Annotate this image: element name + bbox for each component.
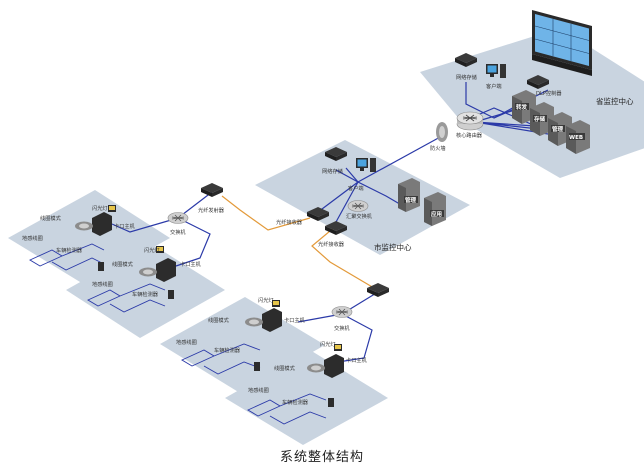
fiber-receiver-a-label: 光纤接收器: [276, 218, 303, 226]
aggregation-switch-device: [347, 200, 369, 212]
site-2-host-label: 卡口主机: [180, 260, 202, 268]
city-center-label: 市监控中心: [374, 242, 412, 252]
core-router-device: [456, 111, 484, 131]
site-1: 闪光灯 卡口主机 线圈模式 地感线圈 车辆检测器: [22, 204, 136, 271]
site-platform-4: [225, 350, 388, 445]
site-4-coil-label: 线圈模式: [274, 364, 296, 372]
province-client-pc: [486, 64, 506, 78]
site-3-flash-label: 闪光灯: [258, 296, 274, 304]
svg-text:WEB: WEB: [569, 135, 583, 141]
core-router-label: 核心路由器: [456, 131, 483, 139]
site-2-detector-label: 车辆检测器: [132, 290, 159, 298]
site-1-flash-label: 闪光灯: [92, 204, 108, 212]
site-2-flash-label: 闪光灯: [144, 246, 160, 254]
city-server-app: 应用: [424, 192, 446, 226]
aggregation-switch-label: 汇聚交换机: [346, 212, 373, 220]
vehicle-detector-icon: [328, 398, 334, 407]
camera-icon: [245, 308, 282, 332]
fiber-transmitter-device: [201, 183, 223, 197]
server-manage: 管理: [548, 112, 572, 146]
site-1-coil-label: 线圈模式: [40, 214, 62, 222]
site-wiring: [29, 243, 327, 425]
site-3-host-label: 卡口主机: [284, 316, 306, 324]
flash-lamp-icon: [272, 300, 280, 307]
city-client-pc: [356, 158, 376, 172]
fiber-lines: [221, 195, 375, 289]
server-web: WEB: [566, 120, 590, 154]
city-storage-label: 网络存储: [322, 167, 343, 175]
city-center-platform: [255, 140, 470, 255]
camera-icon: [75, 212, 112, 236]
site-3-detector-label: 车辆检测器: [214, 346, 241, 354]
site-1-host-label: 卡口主机: [114, 222, 136, 230]
site-2-ground-label: 地感线圈: [92, 280, 113, 288]
city-server-manage: 管理: [398, 178, 420, 212]
switch-a-label: 交换机: [170, 228, 186, 236]
camera-icon: [139, 258, 176, 282]
site-4-flash-label: 闪光灯: [320, 340, 336, 348]
video-wall: [532, 10, 592, 76]
site-platform-2: [66, 243, 225, 338]
site-3-coil-label: 线圈模式: [208, 316, 230, 324]
switch-b-label: 交换机: [334, 324, 350, 332]
flash-lamp-icon: [334, 344, 342, 351]
site-3-ground-label: 地感线圈: [176, 338, 197, 346]
site-2: 闪光灯 卡口主机 线圈模式 地感线圈 车辆检测器: [92, 246, 202, 299]
site-4-ground-label: 地感线圈: [248, 386, 269, 394]
diagram-caption: 系统整体结构: [279, 450, 364, 465]
site-3: 闪光灯 卡口主机 线圈模式 地感线圈 车辆检测器: [176, 296, 306, 371]
switch-b-device: [331, 306, 353, 318]
site-2-coil-label: 线圈模式: [112, 260, 134, 268]
city-client-label: 客户端: [348, 184, 364, 192]
site-1-ground-label: 地感线圈: [22, 234, 43, 242]
site-4: 闪光灯 卡口主机 线圈模式 地感线圈 车辆检测器: [248, 340, 368, 407]
fiber-device-b: [367, 283, 389, 297]
site-4-host-label: 卡口主机: [346, 356, 368, 364]
province-client-label: 客户端: [486, 82, 502, 90]
svg-text:管理: 管理: [552, 125, 564, 133]
firewall-label: 防火墙: [430, 144, 446, 152]
firewall-device: [436, 122, 448, 142]
vehicle-detector-icon: [98, 262, 104, 271]
province-center-label: 省监控中心: [596, 96, 634, 106]
fiber-transmitter-label: 光纤发射器: [198, 206, 225, 214]
svg-text:转发: 转发: [516, 103, 528, 111]
site-4-detector-label: 车辆检测器: [282, 398, 309, 406]
dlp-controller-label: DLP控制器: [536, 89, 562, 97]
switch-a-device: [167, 212, 189, 224]
flash-lamp-icon: [108, 205, 116, 212]
fiber-receiver-b-label: 光纤接收器: [318, 240, 345, 248]
site-1-detector-label: 车辆检测器: [56, 246, 83, 254]
svg-text:应用: 应用: [431, 210, 442, 218]
camera-icon: [307, 354, 344, 378]
svg-text:管理: 管理: [405, 196, 417, 204]
vehicle-detector-icon: [168, 290, 174, 299]
svg-text:存储: 存储: [534, 115, 546, 123]
site-platform-1: [8, 190, 170, 285]
flash-lamp-icon: [156, 246, 164, 253]
vehicle-detector-icon: [254, 362, 260, 371]
province-storage-label: 网络存储: [456, 73, 477, 81]
